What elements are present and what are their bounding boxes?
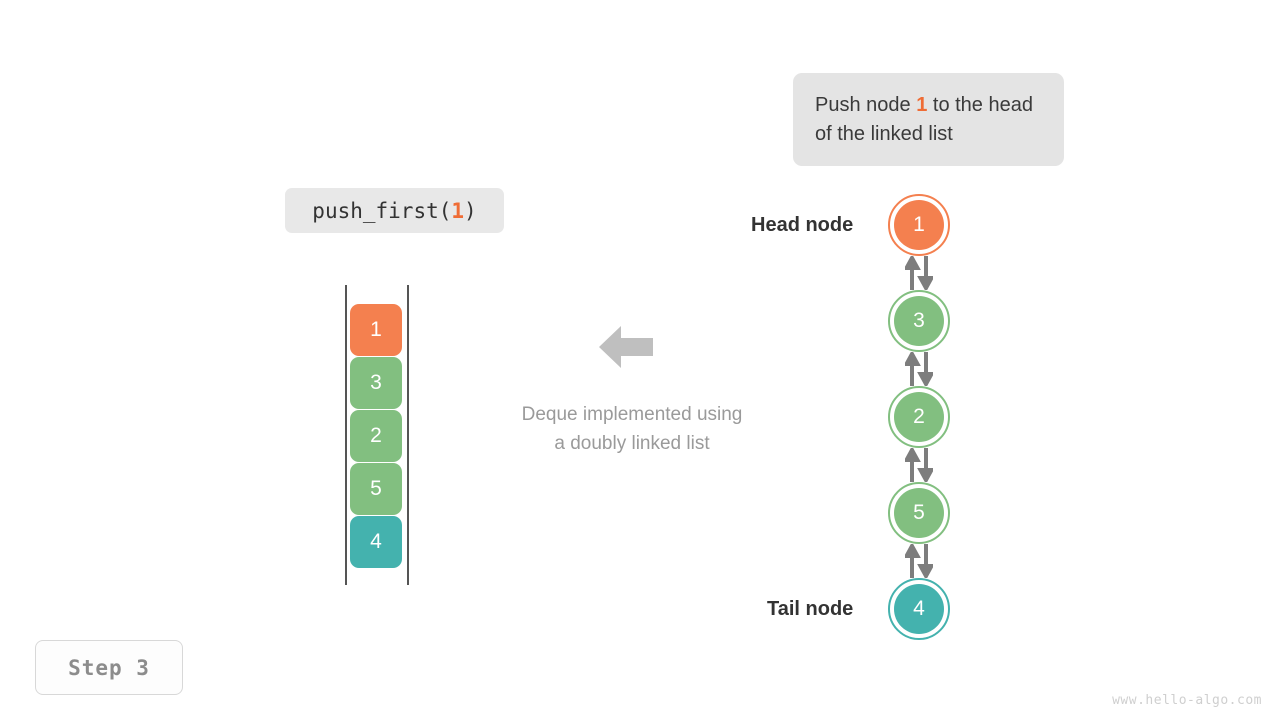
bidirectional-link-arrows (903, 445, 935, 485)
callout-text: Push node 1 to the head of the linked li… (815, 91, 1042, 149)
stack-item: 3 (350, 357, 402, 409)
stack-rail-right (407, 285, 409, 585)
list-node: 5 (888, 482, 950, 544)
list-node: 1 (888, 194, 950, 256)
stack-item-value: 4 (370, 530, 382, 553)
stack-item: 5 (350, 463, 402, 515)
list-node-circle: 2 (894, 392, 944, 442)
list-node-circle: 3 (894, 296, 944, 346)
list-node-value: 2 (913, 405, 925, 428)
left-arrow-icon (597, 322, 655, 372)
caption-line-2: a doubly linked list (554, 433, 710, 454)
operation-argument: 1 (451, 198, 465, 223)
bidirectional-link-arrows (903, 541, 935, 581)
stack-item-value: 5 (370, 477, 382, 500)
operation-paren-close: ) (464, 198, 477, 223)
tail-node-label: Tail node (767, 598, 854, 620)
caption-line-1: Deque implemented using (521, 404, 743, 425)
callout-text-after: to the head of the linked list (815, 93, 1033, 145)
stack-item-value: 2 (370, 424, 382, 447)
list-node-circle: 5 (894, 488, 944, 538)
stack-item: 2 (350, 410, 402, 462)
doubly-linked-list: 1 3 2 (888, 194, 950, 641)
stack-item-value: 1 (370, 318, 382, 341)
head-node-label: Head node (751, 214, 854, 236)
list-node-value: 4 (913, 597, 925, 620)
list-node: 4 (888, 578, 950, 640)
callout-box: Push node 1 to the head of the linked li… (793, 73, 1064, 166)
list-node: 3 (888, 290, 950, 352)
stack-rail-left (345, 285, 347, 585)
bidirectional-link-arrows (903, 349, 935, 389)
watermark: www.hello-algo.com (1112, 693, 1262, 708)
diagram-caption: Deque implemented using a doubly linked … (462, 400, 802, 458)
list-node-circle: 4 (894, 584, 944, 634)
list-node-value: 1 (913, 213, 925, 236)
list-node: 2 (888, 386, 950, 448)
operation-name: push_first( (312, 198, 452, 223)
list-node-circle: 1 (894, 200, 944, 250)
deque-stack: 1 3 2 5 4 (345, 285, 411, 585)
stack-item: 4 (350, 516, 402, 568)
bidirectional-link-arrows (903, 253, 935, 293)
callout-highlight-value: 1 (916, 93, 928, 116)
list-node-value: 3 (913, 309, 925, 332)
list-node-value: 5 (913, 501, 925, 524)
operation-label: push_first(1) (285, 188, 504, 233)
stack-item-value: 3 (370, 371, 382, 394)
step-badge: Step 3 (35, 640, 183, 695)
stack-item-list: 1 3 2 5 4 (350, 304, 402, 568)
stack-item: 1 (350, 304, 402, 356)
callout-text-before: Push node (815, 93, 917, 116)
